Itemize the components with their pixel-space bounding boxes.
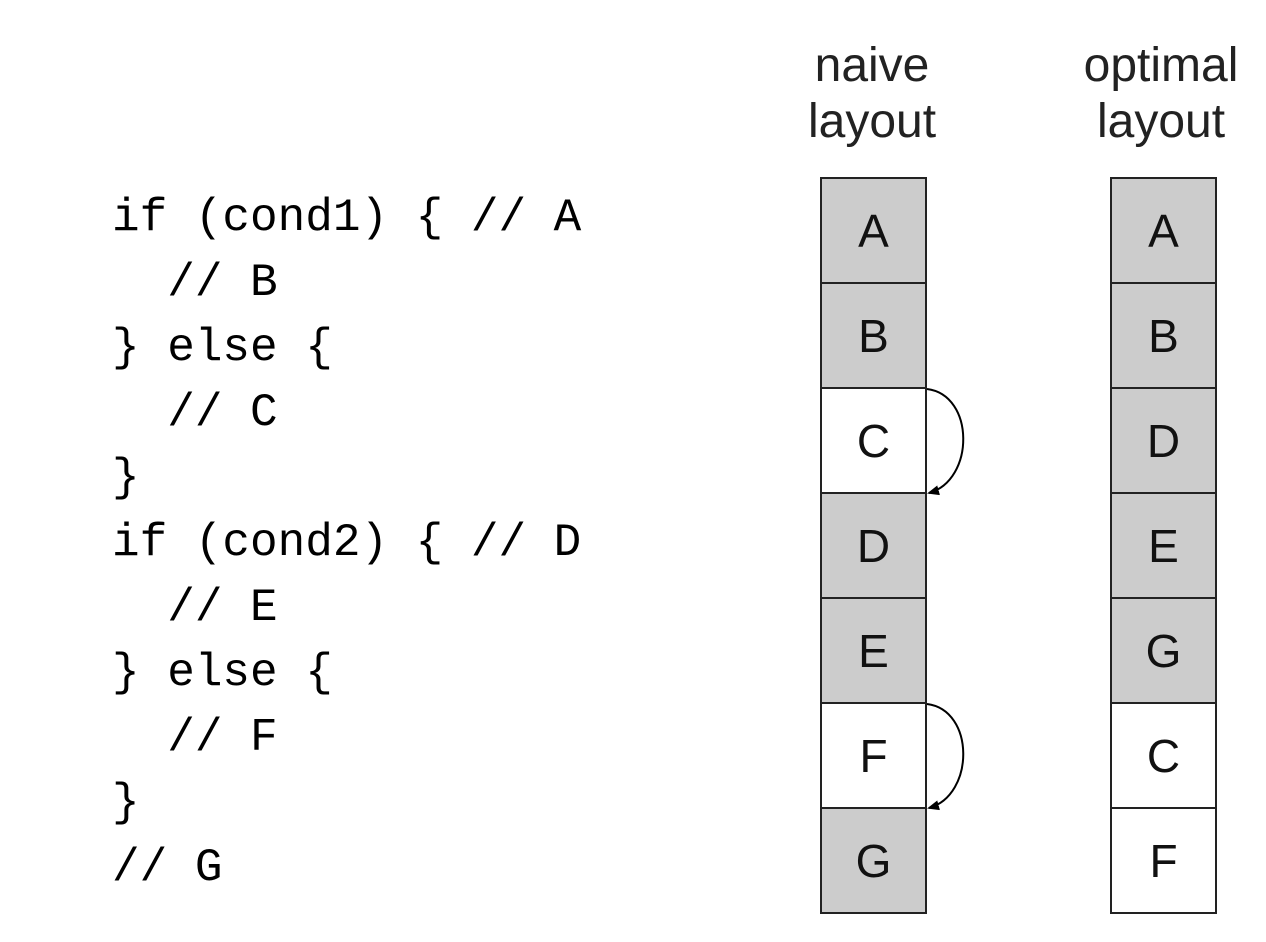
code-line: }: [112, 777, 140, 829]
code-snippet: if (cond1) { // A // B } else { // C} if (…: [112, 186, 581, 901]
naive-layout-title: naive layout: [762, 38, 982, 150]
code-line: // F: [112, 712, 278, 764]
code-line: // G: [112, 842, 223, 894]
naive-block: D: [822, 494, 925, 599]
jump-arrow: [926, 388, 965, 496]
optimal-block: D: [1112, 389, 1215, 494]
code-line: // B: [112, 257, 278, 309]
code-line: if (cond1) { // A: [112, 192, 582, 244]
code-line: // E: [112, 582, 278, 634]
naive-block: E: [822, 599, 925, 704]
naive-block: B: [822, 284, 925, 389]
optimal-block: G: [1112, 599, 1215, 704]
optimal-block: B: [1112, 284, 1215, 389]
code-line: } else {: [112, 647, 333, 699]
code-line: } else {: [112, 322, 333, 374]
naive-block: A: [822, 179, 925, 284]
optimal-block: E: [1112, 494, 1215, 599]
naive-block: C: [822, 389, 925, 494]
code-line: }: [112, 452, 140, 504]
optimal-block: A: [1112, 179, 1215, 284]
naive-title-line2: layout: [807, 95, 937, 148]
naive-layout-stack: A B C D E F G: [820, 177, 927, 914]
optimal-layout-title: optimal layout: [1051, 38, 1266, 150]
optimal-block: C: [1112, 704, 1215, 809]
optimal-layout-stack: A B D E G C F: [1110, 177, 1217, 914]
optimal-title-line1: optimal: [1083, 39, 1239, 92]
naive-block: F: [822, 704, 925, 809]
code-line: if (cond2) { // D: [112, 517, 582, 569]
optimal-block: F: [1112, 809, 1215, 912]
jump-arrow: [926, 703, 965, 811]
optimal-title-line2: layout: [1096, 95, 1226, 148]
code-line: // C: [112, 387, 278, 439]
naive-title-line1: naive: [814, 39, 930, 92]
naive-block: G: [822, 809, 925, 912]
